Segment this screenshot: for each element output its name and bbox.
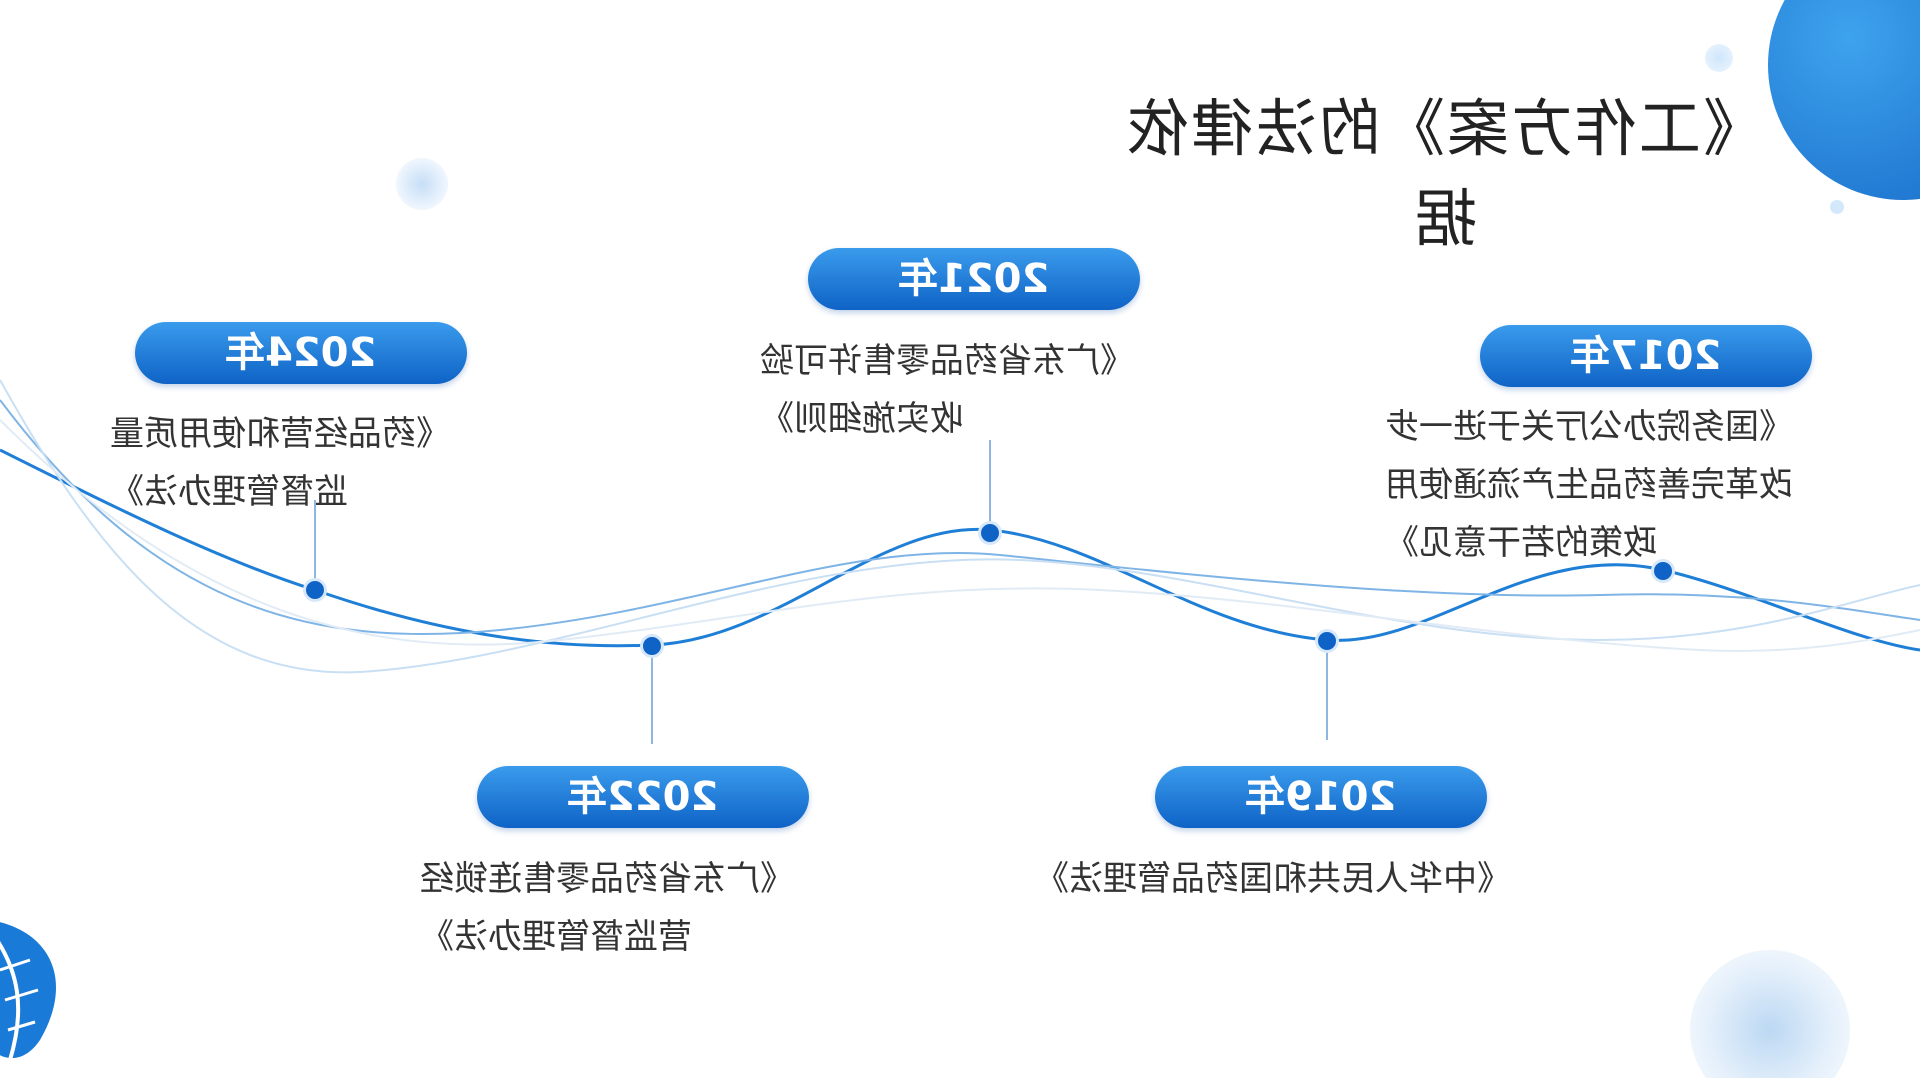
year-badge-2022: 2022年 [477, 766, 809, 828]
decorative-dot [1830, 200, 1844, 214]
timeline-item-2019-text: 《中华人民共和国药品管理法》 [1035, 859, 1511, 899]
timeline-item-2017-text: 《国务院办公厅关于进一步 改革完善药品生产流通使用 政策的若干意见》 [1385, 407, 1793, 563]
leaf-icon [0, 922, 56, 1061]
year-badge-2021: 2021年 [808, 248, 1140, 310]
timeline-node-2017 [1651, 559, 1675, 583]
timeline-item-2021-text: 《广东省药品零售许可验 收实施细则》 [760, 341, 1134, 439]
timeline-stem [651, 648, 653, 744]
timeline-stem [1326, 644, 1328, 740]
timeline-stem [314, 500, 316, 588]
timeline-item-2024-text: 《药品经营和使用质量 监督管理办法》 [110, 414, 450, 512]
timeline-node-2022 [640, 634, 664, 658]
decorative-blur-dot [1690, 950, 1850, 1078]
timeline-node-2019 [1315, 629, 1339, 653]
year-badge-2019: 2019年 [1155, 766, 1487, 828]
year-badge-2024: 2024年 [135, 322, 467, 384]
year-badge-2017: 2017年 [1480, 325, 1812, 387]
decorative-dot [1705, 44, 1733, 72]
timeline-stem [989, 440, 991, 528]
timeline-node-2024 [303, 578, 327, 602]
decorative-blur-dot [396, 158, 448, 210]
timeline-item-2022-text: 《广东省药品零售连锁经 营监督管理办法》 [420, 859, 794, 957]
timeline-node-2021 [978, 521, 1002, 545]
